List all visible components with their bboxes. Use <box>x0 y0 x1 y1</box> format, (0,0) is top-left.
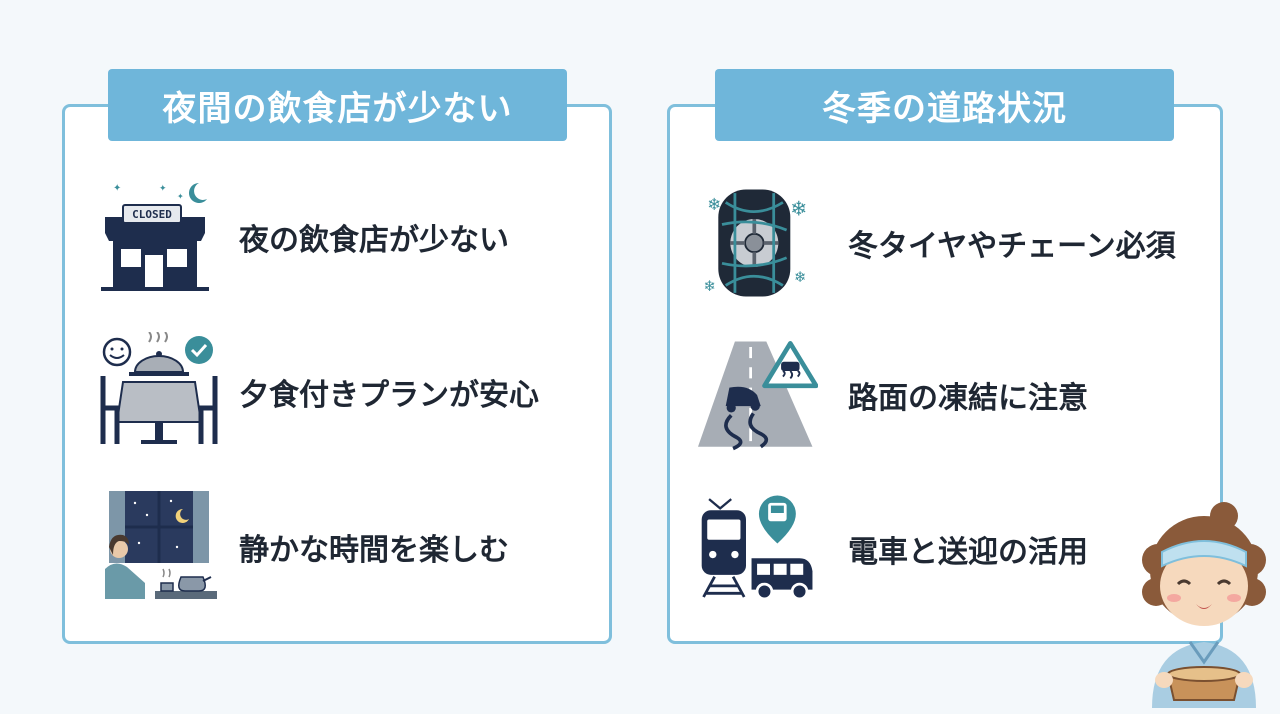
svg-text:✦: ✦ <box>159 184 167 194</box>
svg-text:❄: ❄ <box>790 196 807 220</box>
list-item: 路面の凍結に注意 <box>698 335 1088 455</box>
right-panel: ❄ ❄ ❄ ❄ 冬タイヤやチェーン必須 路面の凍結に注意 <box>667 104 1223 644</box>
list-item: 電車と送迎の活用 <box>698 489 1088 609</box>
item-label: 夜の飲食店が少ない <box>239 223 509 258</box>
closed-sign-text: CLOSED <box>132 208 172 221</box>
night-window-tea-icon <box>105 491 217 599</box>
closed-restaurant-icon: ✦ ✦ ✦ CLOSED <box>101 183 209 291</box>
item-label: 夕食付きプランが安心 <box>239 378 539 413</box>
item-label: 電車と送迎の活用 <box>848 535 1088 570</box>
snow-chain-tire-icon: ❄ ❄ ❄ ❄ <box>704 189 807 297</box>
svg-text:❄: ❄ <box>707 195 721 214</box>
train-bus-icon <box>701 495 813 601</box>
list-item: 静かな時間を楽しむ <box>99 487 509 607</box>
svg-text:✦: ✦ <box>177 192 184 201</box>
right-panel-title: 冬季の道路状況 <box>715 69 1174 141</box>
item-label: 路面の凍結に注意 <box>848 381 1088 416</box>
item-label: 静かな時間を楽しむ <box>239 533 509 568</box>
left-panel-title: 夜間の飲食店が少ない <box>108 69 567 141</box>
svg-text:❄: ❄ <box>794 269 806 286</box>
svg-text:✦: ✦ <box>113 183 121 194</box>
left-panel: ✦ ✦ ✦ CLOSED 夜の飲食店が少ない <box>62 104 612 644</box>
svg-text:❄: ❄ <box>704 278 716 295</box>
onsen-mascot-illustration <box>1142 502 1266 708</box>
list-item: ✦ ✦ ✦ CLOSED 夜の飲食店が少ない <box>99 177 509 297</box>
list-item: ❄ ❄ ❄ ❄ 冬タイヤやチェーン必須 <box>698 183 1176 303</box>
dinner-table-icon <box>100 332 218 444</box>
item-label: 冬タイヤやチェーン必須 <box>848 229 1176 264</box>
list-item: 夕食付きプランが安心 <box>99 332 539 452</box>
icy-road-warning-icon <box>698 341 818 451</box>
